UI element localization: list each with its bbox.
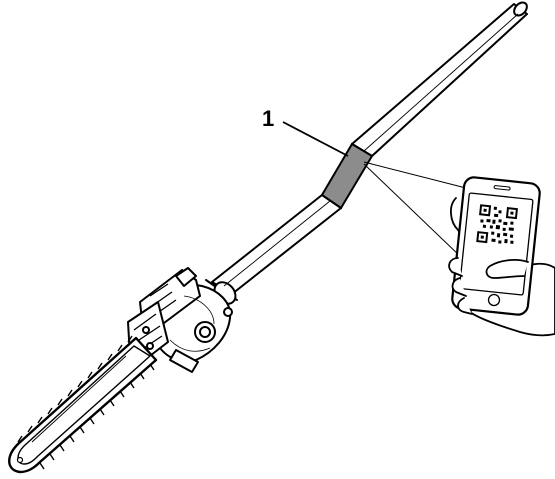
callout-1: 1	[262, 106, 349, 157]
saw-head-shading	[169, 295, 215, 352]
label-band	[320, 142, 374, 210]
qr-code-icon	[476, 204, 518, 246]
qr-label-band	[320, 142, 374, 210]
shaft-shading	[363, 13, 519, 152]
chain-teeth	[17, 335, 155, 470]
guide-bar	[8, 336, 158, 474]
callout-number-1: 1	[262, 106, 274, 131]
hand-fingers	[448, 257, 529, 315]
callout-leader-line	[282, 121, 349, 157]
projection-lines	[363, 161, 467, 259]
bar-nose-rivet	[16, 456, 24, 464]
